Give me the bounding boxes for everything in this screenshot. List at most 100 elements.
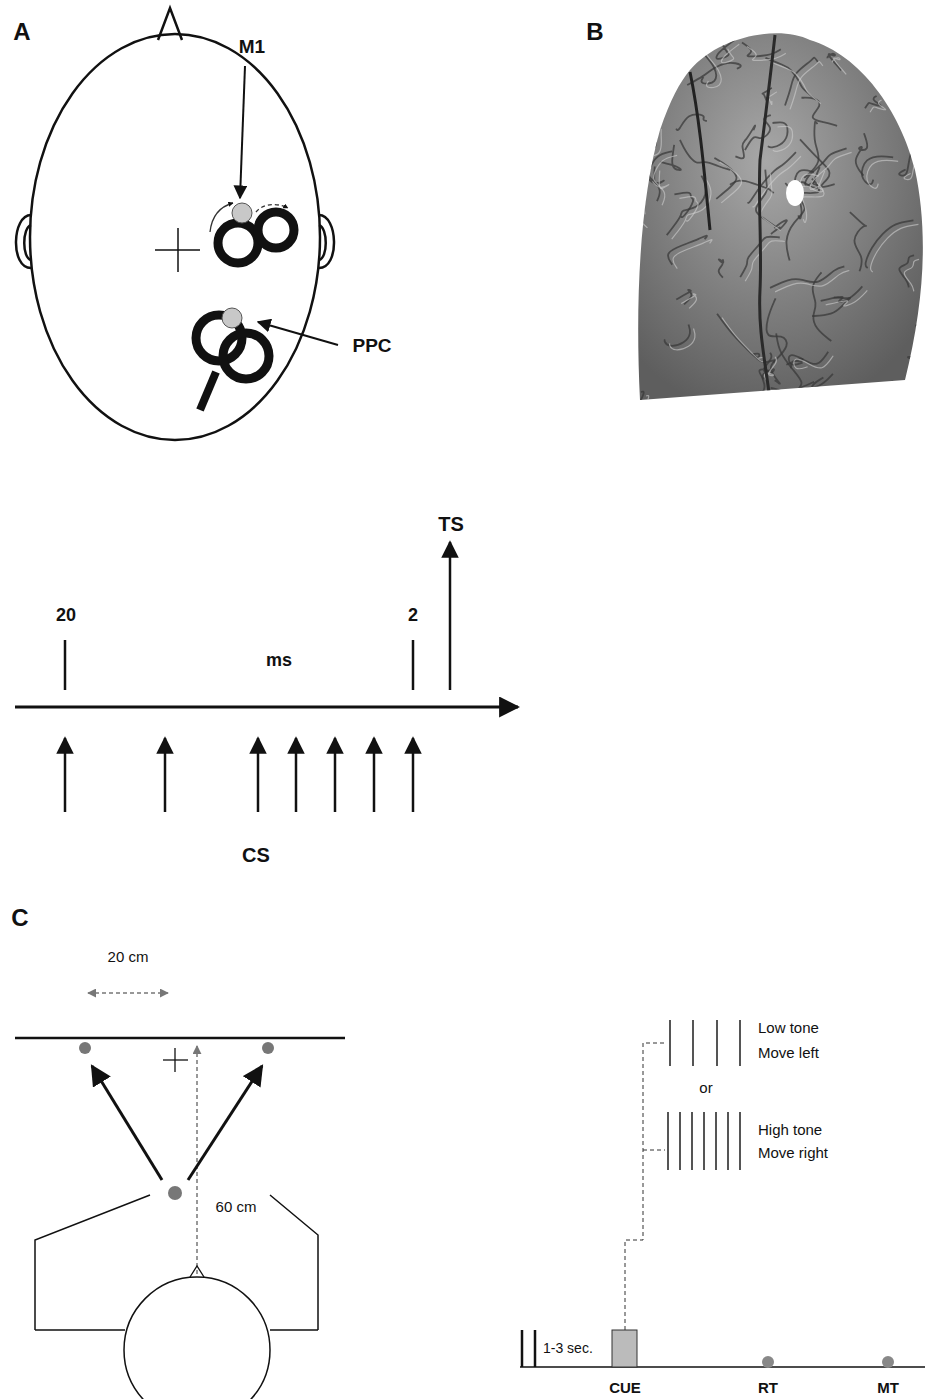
- tone-pulse: [703, 1112, 705, 1170]
- subject-nose: [190, 1266, 204, 1277]
- tone-pulse: [739, 1112, 741, 1170]
- gyrus-line: [776, 333, 814, 388]
- gyrus-line: [665, 325, 690, 346]
- gyrus-highlight: [745, 241, 785, 281]
- gyrus-line: [648, 151, 672, 201]
- subject-head: [124, 1277, 270, 1399]
- ppc-coil: [196, 315, 269, 410]
- stimulus-label: TS: [438, 513, 464, 535]
- tone-label: Low tone: [758, 1020, 819, 1037]
- gyrus-highlight: [904, 259, 919, 291]
- gyrus-line: [676, 114, 707, 130]
- gyrus-line: [745, 369, 774, 423]
- gyrus-highlight: [681, 294, 696, 309]
- gyrus-highlight: [747, 47, 786, 61]
- current-direction: [256, 205, 288, 212]
- cs-arrow: [334, 738, 337, 812]
- gyrus-line: [647, 35, 691, 57]
- gyrus-line: [871, 381, 895, 434]
- region-label: PPC: [352, 336, 391, 357]
- panel-letter: B: [586, 19, 603, 45]
- gyrus-line: [856, 133, 868, 175]
- gyrus-line: [907, 31, 925, 77]
- gyrus-highlight: [722, 318, 764, 362]
- axis-unit: ms: [266, 651, 292, 671]
- gyrus-line: [899, 255, 914, 287]
- gyrus-line: [850, 212, 866, 271]
- rt-marker: [762, 1356, 774, 1368]
- tone-pulse: [727, 1112, 729, 1170]
- start-position: [168, 1186, 182, 1200]
- m1-target: [232, 203, 252, 223]
- target-dot: [262, 1042, 274, 1054]
- gyrus-line: [730, 181, 774, 193]
- gyrus-line: [667, 176, 706, 236]
- conditioning-stimuli: [65, 738, 413, 812]
- gyrus-line: [626, 196, 642, 224]
- gyrus-highlight: [826, 290, 868, 306]
- event-label: RT: [758, 1380, 778, 1397]
- gyrus-highlight: [721, 44, 739, 63]
- tone-pulses: [668, 1020, 740, 1170]
- movement-arrow: [188, 1066, 262, 1180]
- fixation-cross: [155, 228, 200, 272]
- tone-pulse: [679, 1112, 681, 1170]
- gyrus-line: [771, 220, 787, 234]
- dimension-label: 60 cm: [216, 1199, 257, 1216]
- gyrus-line: [870, 383, 893, 395]
- gyrus-highlight: [653, 155, 677, 205]
- gyrus-highlight: [790, 62, 823, 110]
- leader-arrow: [258, 322, 338, 345]
- tone-pulse: [715, 1112, 717, 1170]
- gyrus-line: [827, 54, 841, 71]
- instruction-label: Move left: [758, 1045, 819, 1062]
- m1-coil: [218, 212, 294, 263]
- gyrus-line: [907, 79, 925, 95]
- fixation-cross: [163, 1048, 188, 1072]
- gyrus-highlight: [633, 396, 650, 429]
- gyrus-line: [915, 324, 927, 356]
- cue-marker: [612, 1330, 637, 1367]
- gyrus-highlight: [673, 240, 712, 269]
- cs-arrow: [373, 738, 376, 812]
- gyrus-highlight: [679, 197, 698, 222]
- trial-timeline: [520, 1330, 925, 1367]
- tick-label: 20: [56, 606, 76, 626]
- gyrus-highlight: [870, 100, 886, 112]
- gyrus-line: [914, 51, 927, 75]
- tone-pulse: [669, 1020, 671, 1066]
- gyrus-highlight: [615, 129, 661, 156]
- note: or: [699, 1080, 712, 1097]
- gyrus-line: [680, 140, 730, 170]
- mt-marker: [882, 1356, 894, 1368]
- gyrus-highlight: [832, 58, 846, 75]
- brain-render: [610, 31, 927, 463]
- gyrus-line: [789, 352, 828, 365]
- gyrus-line: [899, 150, 912, 175]
- cs-arrow: [164, 738, 167, 812]
- time-axis: [15, 542, 518, 707]
- gyrus-highlight: [794, 356, 833, 369]
- cs-arrow: [412, 738, 415, 812]
- gyrus-highlight: [631, 200, 647, 228]
- leader-arrow: [240, 66, 245, 198]
- gyrus-line: [767, 298, 787, 362]
- gyrus-line: [770, 266, 844, 287]
- cs-arrow: [257, 738, 260, 812]
- gyrus-line: [687, 63, 741, 85]
- gyrus-line: [745, 115, 771, 150]
- dimension-label: 20 cm: [108, 949, 149, 966]
- event-label: CUE: [609, 1380, 641, 1397]
- region-label: M1: [239, 37, 265, 58]
- gyrus-highlight: [652, 39, 696, 61]
- tone-pulse: [716, 1020, 718, 1066]
- gyrus-highlight: [720, 162, 742, 203]
- cs-arrow: [64, 738, 67, 812]
- gyrus-highlight: [871, 224, 919, 272]
- gyrus-line: [668, 236, 707, 265]
- target-dot: [79, 1042, 91, 1054]
- tone-pulse: [667, 1112, 669, 1170]
- target-board: [15, 1037, 345, 1040]
- gyrus-line: [771, 388, 805, 459]
- tone-pulse: [739, 1020, 741, 1066]
